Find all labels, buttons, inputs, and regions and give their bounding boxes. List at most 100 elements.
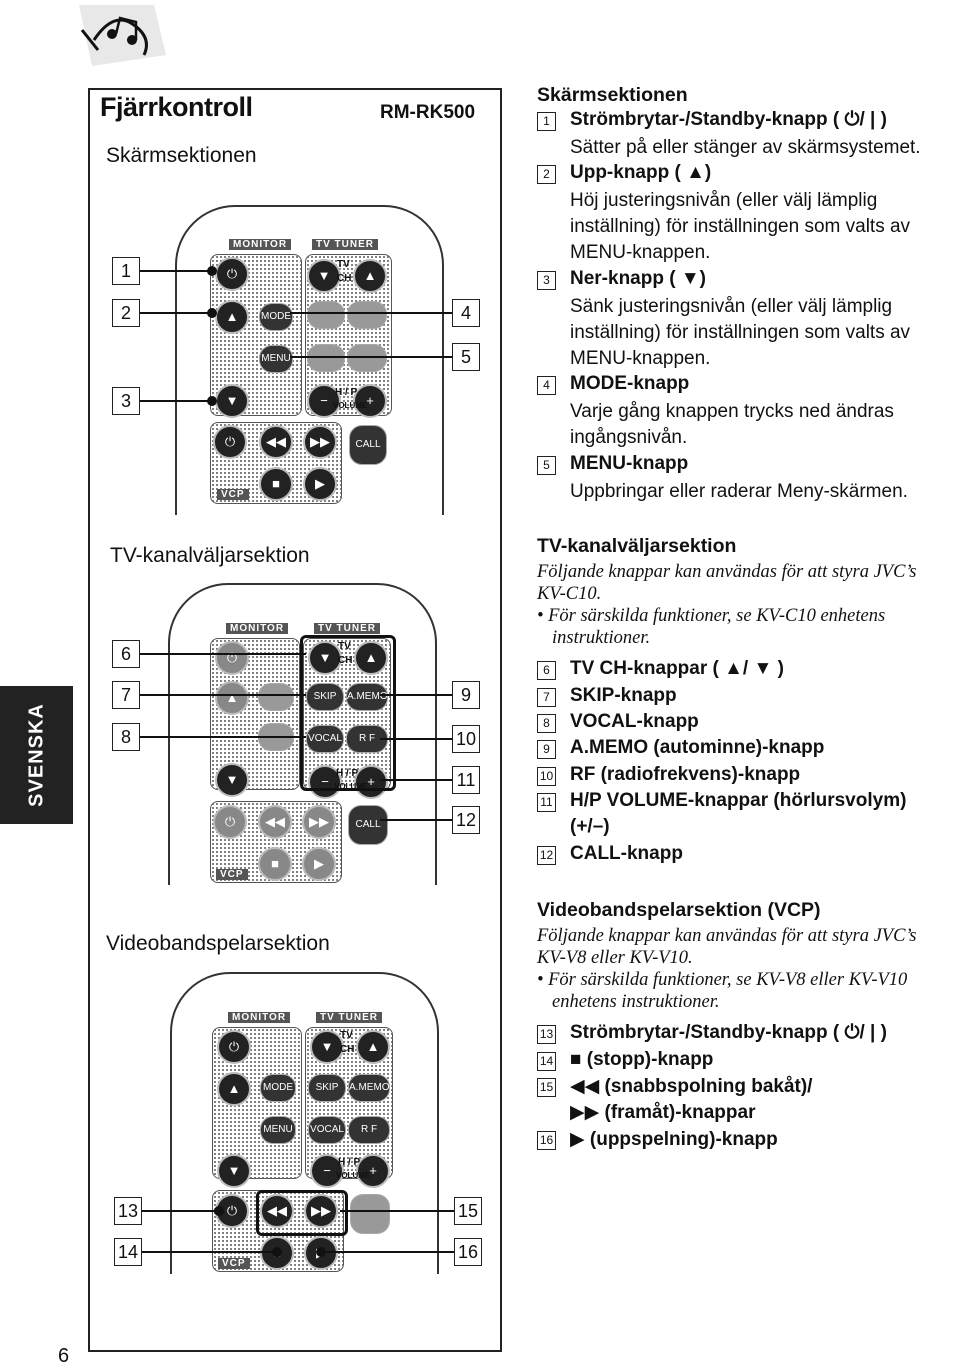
- rf-button[interactable]: R F: [348, 1116, 390, 1144]
- ff-button[interactable]: ▶▶: [303, 425, 337, 459]
- stop-button[interactable]: ■: [259, 467, 293, 501]
- vcp-power-button[interactable]: ⏻: [213, 805, 247, 839]
- mode-button[interactable]: MODE: [259, 303, 293, 331]
- highlight-tv-section: [300, 635, 396, 791]
- callout-1: 1: [112, 257, 140, 285]
- hp-label: H / P: [336, 768, 359, 779]
- amemo-button[interactable]: A.MEMO: [346, 683, 388, 711]
- item-label: Strömbrytar-/Standby-knapp ( ⏻/ | ): [570, 109, 887, 130]
- leader-5: [290, 356, 452, 358]
- leader-3: [140, 400, 212, 402]
- vol-minus-button[interactable]: −: [308, 765, 342, 799]
- vol-minus-button[interactable]: −: [310, 1154, 344, 1188]
- up-button[interactable]: ▲: [215, 681, 249, 715]
- leader-dot-13: [214, 1206, 224, 1216]
- leader-16: [320, 1251, 454, 1253]
- vol-plus-button[interactable]: +: [353, 384, 387, 418]
- item-label: VOCAL-knapp: [570, 711, 699, 732]
- vcp-label: VCP: [217, 489, 249, 500]
- ch-up-button[interactable]: ▲: [354, 641, 388, 675]
- hp-label: H / P: [335, 387, 358, 398]
- amemo-button[interactable]: [347, 301, 387, 329]
- vol-plus-button[interactable]: +: [356, 1154, 390, 1188]
- vol-plus-button[interactable]: +: [354, 765, 388, 799]
- music-notes-icon: [79, 5, 166, 66]
- callout-13: 13: [114, 1197, 142, 1225]
- menu-button[interactable]: MENU: [260, 1116, 296, 1144]
- page-number: 6: [58, 1345, 70, 1367]
- callout-3: 3: [112, 387, 140, 415]
- ch-down-button[interactable]: ▼: [308, 641, 342, 675]
- monitor-label: MONITOR: [229, 239, 292, 250]
- rewind-button[interactable]: ◀◀: [258, 805, 292, 839]
- vocal-button[interactable]: [307, 344, 345, 372]
- item-label: ■ (stopp)-knapp: [570, 1049, 714, 1070]
- ch-label: CH: [337, 273, 352, 284]
- section3-heading: Videobandspelarsektion (VCP): [537, 899, 821, 921]
- menu-button[interactable]: MENU: [259, 345, 293, 373]
- down-button[interactable]: ▼: [215, 384, 249, 418]
- rewind-button[interactable]: ◀◀: [259, 425, 293, 459]
- tv-label: TV: [337, 259, 350, 270]
- item-label: CALL-knapp: [570, 843, 683, 864]
- leader-12: [380, 819, 452, 821]
- rewind-button[interactable]: ◀◀: [260, 1194, 294, 1228]
- skip-button[interactable]: SKIP: [306, 683, 344, 711]
- ch-up-button[interactable]: ▲: [353, 259, 387, 293]
- down-button[interactable]: ▼: [217, 1154, 251, 1188]
- leader-13: [142, 1210, 218, 1212]
- tv-label: TV: [338, 641, 351, 652]
- item-label: Ner-knapp ( ▼): [570, 268, 706, 289]
- amemo-button[interactable]: A.MEMO: [348, 1074, 390, 1102]
- vocal-button[interactable]: VOCAL: [306, 725, 344, 753]
- volume-label: VOLUME: [333, 401, 368, 410]
- hp-label: H / P: [338, 1157, 361, 1168]
- item-label: TV CH-knappar ( ▲/ ▼ ): [570, 658, 784, 679]
- callout-6: 6: [112, 640, 140, 668]
- play-button[interactable]: ▶: [302, 847, 336, 881]
- ch-down-button[interactable]: ▼: [307, 259, 341, 293]
- ff-button[interactable]: ▶▶: [304, 1194, 338, 1228]
- rf-button[interactable]: [347, 344, 387, 372]
- skip-button[interactable]: SKIP: [308, 1074, 346, 1102]
- mode-button[interactable]: MODE: [260, 1074, 296, 1102]
- language-tab: SVENSKA: [0, 686, 73, 824]
- tv-tuner-label: TV TUNER: [314, 623, 380, 634]
- skip-button[interactable]: [307, 301, 345, 329]
- callout-16: 16: [454, 1238, 482, 1266]
- vcp-power-button[interactable]: ⏻: [213, 425, 247, 459]
- rf-button[interactable]: R F: [346, 725, 388, 753]
- mode-button[interactable]: [258, 683, 294, 711]
- up-button[interactable]: ▲: [217, 1072, 251, 1106]
- ch-down-button[interactable]: ▼: [310, 1030, 344, 1064]
- item-label: SKIP-knapp: [570, 685, 677, 706]
- call-button[interactable]: CALL: [348, 805, 388, 845]
- ff-button[interactable]: ▶▶: [302, 805, 336, 839]
- leader-10: [380, 738, 452, 740]
- section1-heading: Skärmsektionen: [537, 84, 688, 106]
- item-desc: Höj justeringsnivån (eller välj lämplig …: [570, 190, 911, 263]
- item-label: A.MEMO (autominne)-knapp: [570, 737, 825, 758]
- section1-title-left: Skärmsektionen: [106, 144, 257, 167]
- play-button[interactable]: ▶: [303, 467, 337, 501]
- leader-1: [140, 270, 212, 272]
- power-button[interactable]: ⏻: [215, 641, 249, 675]
- item-desc: Uppbringar eller raderar Meny-skärmen.: [570, 481, 908, 502]
- item-label: (+/–): [570, 816, 610, 837]
- item-label: MODE-knapp: [570, 373, 690, 394]
- remote-diagram-tv: MONITOR TV TUNER ⏻ ▲ ▼ ▼ ▲ TV CH SKIP A.…: [168, 583, 437, 885]
- highlight-vcp-section: [256, 1190, 348, 1236]
- power-button[interactable]: ⏻: [217, 1030, 251, 1064]
- power-button[interactable]: ⏻: [215, 257, 249, 291]
- down-button[interactable]: ▼: [215, 763, 249, 797]
- section2-heading: TV-kanalväljarsektion: [537, 535, 737, 557]
- call-button[interactable]: [350, 1194, 390, 1234]
- up-button[interactable]: ▲: [215, 300, 249, 334]
- vocal-button[interactable]: VOCAL: [308, 1116, 346, 1144]
- call-button[interactable]: CALL: [349, 425, 387, 465]
- vol-minus-button[interactable]: −: [307, 384, 341, 418]
- item-label: RF (radiofrekvens)-knapp: [570, 764, 801, 785]
- model-number: RM-RK500: [380, 102, 476, 123]
- stop-button[interactable]: ■: [258, 847, 292, 881]
- ch-up-button[interactable]: ▲: [356, 1030, 390, 1064]
